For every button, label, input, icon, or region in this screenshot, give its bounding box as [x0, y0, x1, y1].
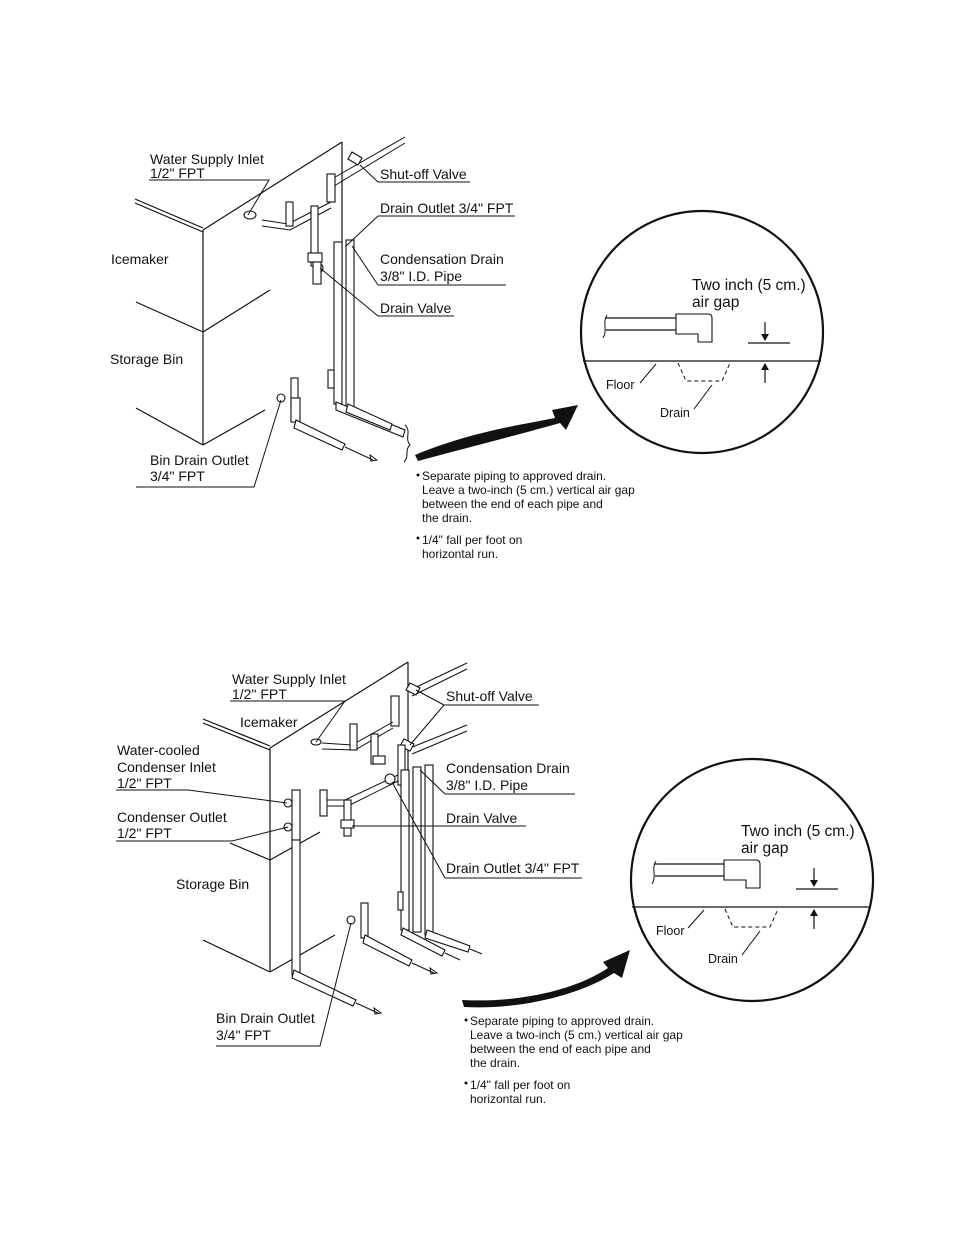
water-supply-inlet-label-2: Water Supply Inlet: [232, 671, 346, 687]
water-cooled-line2-label: Condenser Inlet: [117, 759, 216, 775]
shutoff-valve-label: Shut-off Valve: [380, 166, 467, 182]
condensation-pipe-label-2: 3/8" I.D. Pipe: [446, 777, 528, 793]
water-cooled-size-label: 1/2" FPT: [117, 775, 172, 791]
water-supply-inlet-label: Water Supply Inlet: [150, 151, 264, 167]
floor-label: Floor: [606, 378, 634, 392]
note1-line2-2: Leave a two-inch (5 cm.) vertical air ga…: [470, 1028, 683, 1042]
piping-2: [283, 662, 483, 1015]
water-supply-size-label-2: 1/2" FPT: [232, 686, 287, 702]
water-supply-size-label: 1/2" FPT: [150, 165, 205, 181]
air-gap-detail-1: Two inch (5 cm.) air gap Floor Drain: [579, 209, 825, 455]
condensation-drain-label: Condensation Drain: [380, 251, 504, 267]
shutoff-valve-label-2: Shut-off Valve: [446, 688, 533, 704]
diagram-1: Water Supply Inlet 1/2" FPT Shut-off Val…: [110, 136, 825, 561]
note1-line4-2: the drain.: [470, 1056, 520, 1070]
bin-drain-outlet-label: Bin Drain Outlet: [150, 452, 249, 468]
condenser-outlet-size-label: 1/2" FPT: [117, 825, 172, 841]
arrow-1: [415, 405, 578, 461]
note2-line1-2: 1/4" fall per foot on: [470, 1078, 570, 1092]
drain-label: Drain: [660, 406, 690, 420]
labels-1: Water Supply Inlet 1/2" FPT Shut-off Val…: [110, 151, 514, 484]
air-gap-line1-label-2: Two inch (5 cm.): [741, 823, 855, 840]
drain-outlet-label-2: Drain Outlet 3/4" FPT: [446, 860, 580, 876]
air-gap-detail-2: Two inch (5 cm.) air gap Floor Drain: [629, 757, 875, 1003]
note1-line3-2: between the end of each pipe and: [470, 1042, 651, 1056]
note1-line3: between the end of each pipe and: [422, 497, 603, 511]
bin-drain-size-label: 3/4" FPT: [150, 468, 205, 484]
drain-outlet-label: Drain Outlet 3/4" FPT: [380, 200, 514, 216]
leaders-2: [116, 689, 582, 1047]
note2-line2: horizontal run.: [422, 547, 498, 561]
bin-drain-size-label-2: 3/4" FPT: [216, 1027, 271, 1043]
drain-label-2: Drain: [708, 952, 738, 966]
cabinet-1: [134, 141, 343, 446]
water-cooled-line1-label: Water-cooled: [117, 742, 200, 758]
note1-line1-2: Separate piping to approved drain.: [470, 1014, 654, 1028]
condensation-pipe-label: 3/8" I.D. Pipe: [380, 268, 462, 284]
diagram-2: Water Supply Inlet 1/2" FPT Shut-off Val…: [116, 661, 875, 1106]
icemaker-label-2: Icemaker: [240, 714, 298, 730]
note1-line4: the drain.: [422, 511, 472, 525]
condensation-drain-label-2: Condensation Drain: [446, 760, 570, 776]
drain-valve-label-2: Drain Valve: [446, 810, 518, 826]
condenser-outlet-label: Condenser Outlet: [117, 809, 227, 825]
notes-2: Separate piping to approved drain. Leave…: [464, 1014, 683, 1106]
labels-2: Water Supply Inlet 1/2" FPT Shut-off Val…: [117, 671, 580, 1043]
leaders-1: [136, 164, 515, 488]
note2-line1: 1/4" fall per foot on: [422, 533, 522, 547]
arrow-2: [462, 950, 630, 1008]
note1-line2: Leave a two-inch (5 cm.) vertical air ga…: [422, 483, 635, 497]
note2-line2-2: horizontal run.: [470, 1092, 546, 1106]
air-gap-line2-label: air gap: [692, 294, 739, 311]
icemaker-label: Icemaker: [111, 251, 169, 267]
storage-bin-label: Storage Bin: [110, 351, 183, 367]
piping-1: [243, 136, 411, 463]
cabinet-2: [202, 661, 409, 973]
drain-valve-label: Drain Valve: [380, 300, 452, 316]
bin-drain-outlet-label-2: Bin Drain Outlet: [216, 1010, 315, 1026]
notes-1: Separate piping to approved drain. Leave…: [416, 469, 635, 561]
storage-bin-label-2: Storage Bin: [176, 876, 249, 892]
floor-label-2: Floor: [656, 924, 684, 938]
note1-line1: Separate piping to approved drain.: [422, 469, 606, 483]
air-gap-line2-label-2: air gap: [741, 840, 788, 857]
air-gap-line1-label: Two inch (5 cm.): [692, 277, 806, 294]
